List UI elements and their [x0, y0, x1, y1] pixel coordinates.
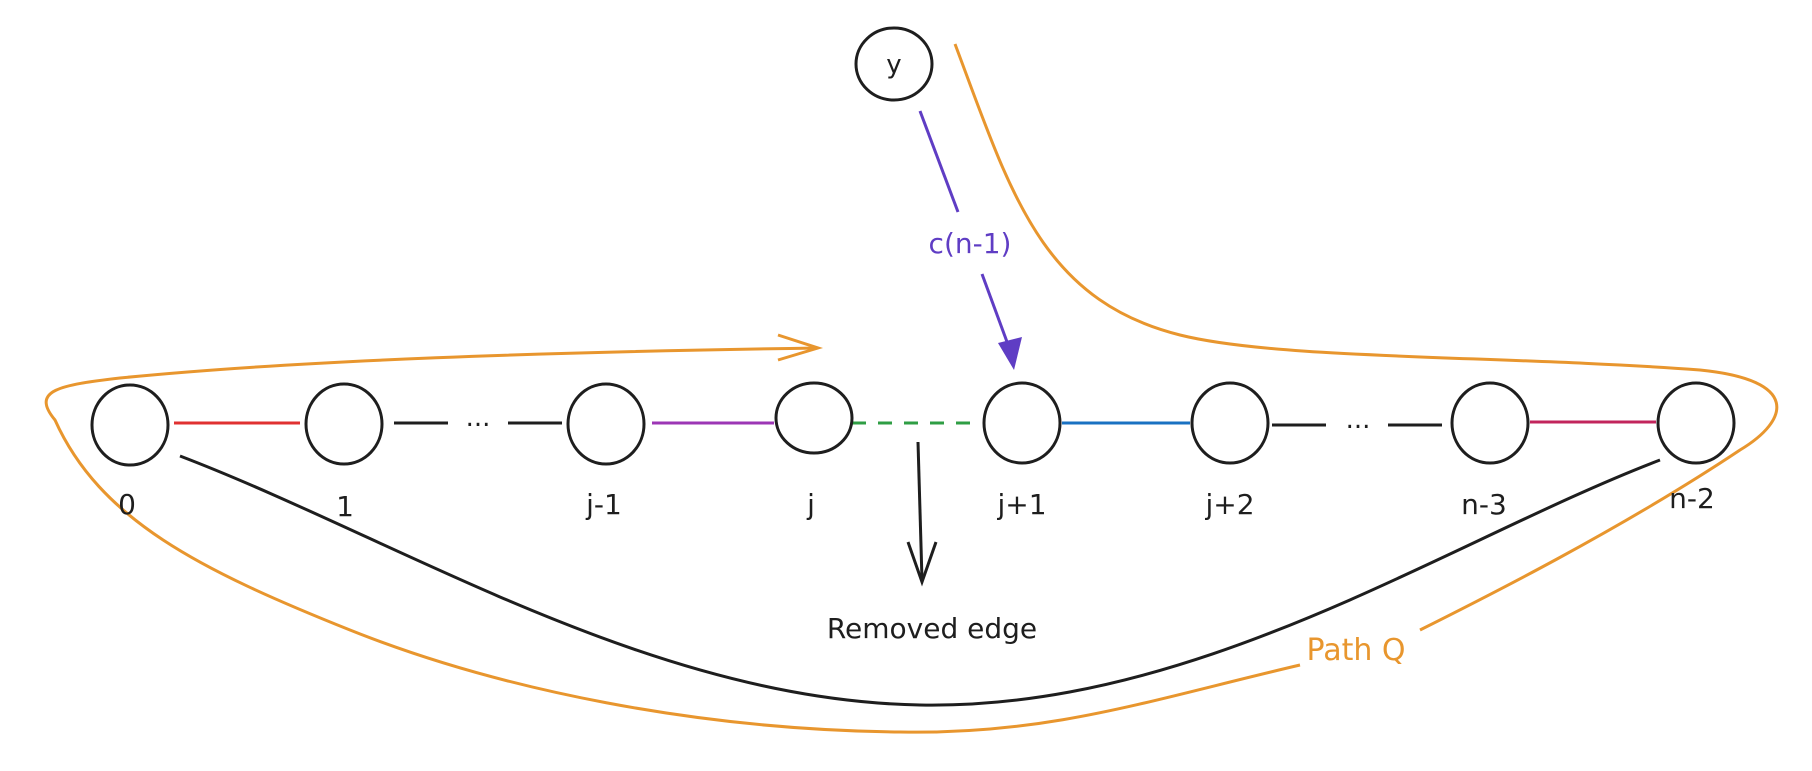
edge-y-label: c(n-1) — [929, 227, 1012, 260]
removed-edge-label: Removed edge — [827, 612, 1037, 645]
edge-y-lower — [980, 273, 1012, 351]
edge-y-arrowhead — [998, 337, 1022, 370]
ellipsis-right: ... — [1346, 405, 1371, 435]
path-q-outline — [953, 43, 1779, 632]
node-label-j-1: j-1 — [585, 488, 622, 521]
node-1 — [304, 382, 384, 466]
node-label-n-3: n-3 — [1461, 488, 1507, 521]
node-label-y: y — [886, 50, 901, 80]
node-0 — [90, 383, 170, 467]
node-j+2 — [1190, 381, 1270, 465]
path-q-outline-bottom — [44, 346, 1301, 734]
node-y — [854, 26, 934, 102]
removed-edge-pointer-shaft — [916, 441, 924, 581]
node-label-j+2: j+2 — [1204, 488, 1254, 521]
node-label-1: 1 — [336, 490, 354, 523]
node-label-j: j — [806, 488, 815, 521]
node-label-0: 0 — [118, 488, 136, 521]
ellipsis-left: ... — [466, 403, 491, 433]
node-label-n-2: n-2 — [1669, 482, 1715, 515]
node-j-1 — [566, 382, 646, 466]
node-j — [774, 381, 854, 455]
return-curve — [179, 454, 1661, 707]
node-n-2 — [1656, 381, 1736, 465]
path-q-arrowhead — [777, 333, 824, 362]
node-j+1 — [982, 381, 1062, 465]
node-label-j+1: j+1 — [996, 488, 1046, 521]
path-q-label: Path Q — [1306, 633, 1405, 668]
node-n-3 — [1450, 381, 1530, 465]
edge-y-upper — [918, 110, 960, 213]
removed-edge-pointer-head — [906, 541, 938, 587]
